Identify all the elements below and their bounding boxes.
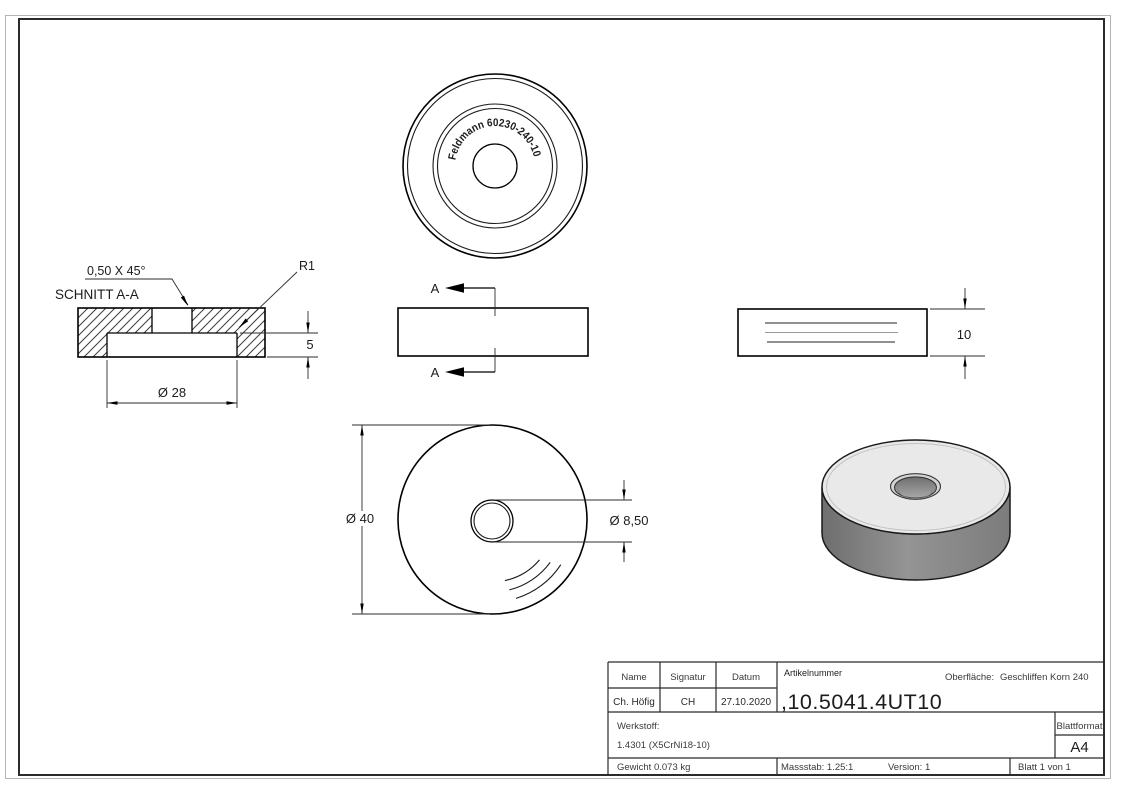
top-view-recess-inner-circle	[436, 107, 554, 225]
side-view-outline	[737, 308, 928, 357]
counterbore-dimension-value: Ø 28	[158, 385, 186, 400]
iso-hole-bottom-edge	[898, 489, 933, 499]
header-signature: Signatur	[670, 672, 705, 683]
section-outline	[77, 307, 266, 358]
header-name: Name	[621, 672, 646, 683]
outer-diameter-label-mask	[341, 511, 380, 526]
sheet-number-value: Blatt 1 von 1	[1018, 762, 1071, 773]
weight-value: Gewicht 0.073 kg	[617, 762, 690, 773]
top-view-hole-circle	[472, 143, 518, 189]
top-view-outer-circle	[402, 73, 588, 259]
inner-drawing-frame	[18, 18, 1105, 776]
surface-value: Geschliffen Korn 240	[1000, 672, 1089, 683]
surface-label: Oberfläche:	[945, 672, 994, 683]
value-name: Ch. Höfig	[613, 697, 655, 708]
fillet-dimension-label: R1	[299, 259, 315, 273]
chamfer-dimension-label: 0,50 X 45°	[87, 264, 146, 278]
section-letter-top: A	[431, 281, 440, 296]
version-value: Version: 1	[888, 762, 930, 773]
thickness-dimension-value: 10	[957, 327, 971, 342]
section-title: SCHNITT A-A	[55, 287, 139, 302]
front-view: A A	[397, 281, 589, 380]
article-number-value: ,10.5041.4UT10	[781, 690, 942, 714]
outer-diameter-value: Ø 40	[346, 511, 374, 526]
article-number-label: Artikelnummer	[784, 668, 842, 678]
section-view: SCHNITT A-A 0,50 X 45° R1 5 Ø 28	[55, 259, 318, 408]
bottom-view: Ø 40 Ø 8,50	[341, 424, 649, 615]
title-block-grid	[607, 661, 1104, 775]
sheet-format-value: A4	[1070, 739, 1088, 756]
hole-diameter-dimension-lines	[494, 480, 632, 562]
front-view-outline	[397, 307, 589, 357]
section-inner-edges	[106, 308, 238, 357]
bottom-view-hole-chamfer-circle	[473, 502, 511, 540]
sheet-format-label: Blattformat	[1057, 721, 1103, 732]
bottom-view-outer-circle	[397, 424, 588, 615]
value-signature: CH	[681, 697, 695, 708]
iso-hole	[894, 476, 937, 499]
material-value: 1.4301 (X5CrNi18-10)	[617, 740, 710, 751]
iso-top-chamfer-rim	[826, 443, 1006, 531]
outer-sheet-border	[5, 15, 1111, 779]
scale-value: Massstab: 1.25:1	[781, 762, 853, 773]
section-letter-bottom: A	[431, 365, 440, 380]
fillet-leader-line	[238, 271, 298, 328]
section-arrow-bottom	[445, 367, 464, 377]
isometric-view	[821, 439, 1011, 581]
bottom-view-hole-circle	[470, 499, 514, 543]
depth-dimension-value: 5	[306, 337, 313, 352]
thickness-dimension-lines	[930, 288, 985, 379]
depth-dimension-arrows	[306, 322, 310, 368]
top-view-outer-chamfer-circle	[406, 77, 584, 255]
material-label: Werkstoff:	[617, 721, 659, 732]
chamfer-leader-line	[85, 278, 189, 306]
top-view-recess-circle	[432, 103, 558, 229]
title-block: Name Signatur Datum Ch. Höfig CH 27.10.2…	[607, 661, 1104, 775]
grinding-mark-arcs	[504, 559, 562, 599]
depth-dimension-lines	[240, 311, 318, 379]
counterbore-dimension-lines	[106, 360, 238, 408]
header-date: Datum	[732, 672, 760, 683]
section-hatching	[78, 308, 265, 357]
value-date: 27.10.2020	[721, 697, 771, 708]
fillet-leader-arrow	[239, 318, 249, 328]
hole-diameter-value: Ø 8,50	[609, 513, 648, 528]
section-arrow-top	[445, 283, 464, 293]
side-view: 10	[737, 288, 985, 379]
chamfer-leader-arrow	[180, 295, 188, 306]
